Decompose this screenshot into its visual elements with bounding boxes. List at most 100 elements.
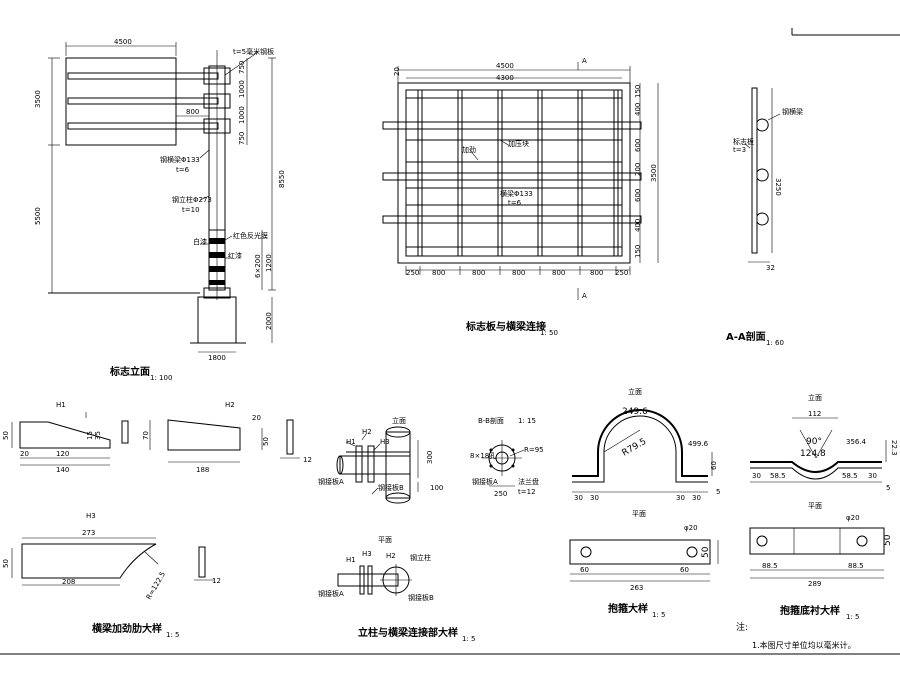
pad-hole: φ20 bbox=[846, 514, 860, 522]
stiffener-details bbox=[11, 412, 300, 586]
hoop-pad-plan bbox=[749, 527, 885, 555]
title-elevation-scale: 1: 100 bbox=[150, 374, 172, 382]
title-aa-scale: 1: 60 bbox=[766, 339, 784, 347]
horizontal-ribs bbox=[406, 97, 622, 248]
pad-plan-b: 88.5 bbox=[848, 562, 864, 570]
board-sp-6: 250 bbox=[615, 269, 628, 277]
h1-total: 140 bbox=[56, 466, 69, 474]
board-beam-connection bbox=[382, 62, 659, 300]
hoop-right-b: 30 bbox=[692, 494, 701, 502]
hoop-radius: R79.5 bbox=[621, 437, 649, 459]
cb-elev: 立面 bbox=[392, 416, 406, 425]
hoop-pad-detail bbox=[749, 417, 887, 579]
h2-right: 50 bbox=[262, 437, 270, 446]
elev-beam-label: 钢横梁Φ133 bbox=[160, 155, 200, 164]
elev-sp-mid2: 1000 bbox=[238, 106, 246, 124]
pad-plan-label: 平面 bbox=[808, 502, 822, 510]
h3-bottom: 208 bbox=[62, 578, 75, 586]
elev-sp-mid: 1000 bbox=[238, 80, 246, 98]
cb-plan-h1: H1 bbox=[346, 556, 356, 564]
pad-lw: 30 bbox=[752, 472, 761, 480]
cb-beam bbox=[339, 455, 411, 475]
hoop-plan-label: 平面 bbox=[632, 510, 646, 518]
title-stiffener-scale: 1: 5 bbox=[166, 631, 180, 639]
board-sp-1: 800 bbox=[432, 269, 445, 277]
cb-plate-a: 钢接板A bbox=[318, 477, 344, 486]
bb-flange: 法兰盘 bbox=[518, 477, 539, 486]
board-width: 4500 bbox=[496, 62, 514, 70]
cb-plate-b: 钢接板B bbox=[378, 483, 404, 492]
board-right-total: 3500 bbox=[650, 164, 658, 182]
h2-plate bbox=[167, 419, 241, 451]
bb-flange-t: t=12 bbox=[518, 488, 536, 496]
column-beam-detail bbox=[336, 426, 525, 596]
hoop-thick: 5 bbox=[716, 488, 720, 496]
aa-plate bbox=[751, 87, 758, 254]
elev-beam-offset: 800 bbox=[186, 108, 199, 116]
pad-plan-h: 50 bbox=[883, 534, 893, 546]
notes-title: 注: bbox=[736, 621, 748, 633]
elev-foundation-h: 2000 bbox=[265, 312, 273, 330]
title-column-beam: 立柱与横梁连接部大样 bbox=[358, 626, 458, 639]
hoop-plan bbox=[569, 539, 711, 565]
beam-2 bbox=[382, 172, 642, 181]
bb-dim250: 250 bbox=[494, 490, 507, 498]
hoop-left-b: 30 bbox=[590, 494, 599, 502]
h3-top: 273 bbox=[82, 529, 95, 537]
pad-rw: 30 bbox=[868, 472, 877, 480]
bb-hole: 8×18孔 bbox=[470, 452, 496, 460]
hoop-elev: 立面 bbox=[628, 387, 642, 396]
hoop-left-a: 30 bbox=[574, 494, 583, 502]
board-beam: 横梁Φ133 bbox=[500, 189, 533, 198]
elev-lower-height: 5500 bbox=[34, 207, 42, 225]
pad-top: 112 bbox=[808, 410, 821, 418]
hoop-arc: 249.6 bbox=[622, 407, 648, 417]
hoop-plan-a: 60 bbox=[580, 566, 589, 574]
elev-plate-note: t=5毫米钢板 bbox=[233, 47, 274, 56]
elev-column-t: t=10 bbox=[182, 206, 200, 214]
h3-label: H3 bbox=[86, 512, 96, 520]
title-hoop-scale: 1: 5 bbox=[652, 611, 666, 619]
cb-plan-plate-b: 钢接板B bbox=[408, 593, 434, 602]
cb-h3: H3 bbox=[380, 438, 390, 446]
bb-label: B-B剖面 bbox=[478, 416, 504, 425]
notes-line1: 1.本图尺寸单位均以毫米计。 bbox=[752, 640, 856, 650]
board-rib: 加劲 bbox=[462, 145, 476, 154]
board-sp-2: 800 bbox=[472, 269, 485, 277]
board-section-mark-bottom: A bbox=[582, 292, 587, 300]
title-aa: A-A剖面 bbox=[726, 330, 766, 343]
board-margin: 20 bbox=[393, 67, 401, 76]
pad-right: 58.5 bbox=[842, 472, 858, 480]
aa-plate-label: 标志板 bbox=[733, 137, 754, 146]
h2-t: 12 bbox=[303, 456, 312, 464]
h1-low: 15 bbox=[86, 431, 94, 440]
title-hoop-pad-scale: 1: 5 bbox=[846, 613, 860, 621]
pad-elev: 立面 bbox=[808, 393, 822, 402]
hoop-height: 60 bbox=[710, 461, 718, 470]
elev-stripe-dim: 6×200 bbox=[254, 254, 262, 278]
board-sp-3: 800 bbox=[512, 269, 525, 277]
board-inner-width: 4300 bbox=[496, 74, 514, 82]
h1-low2: 35 bbox=[94, 431, 102, 440]
hoop-detail bbox=[569, 409, 719, 582]
board-beam-t: t=6 bbox=[508, 199, 522, 207]
bb-r95: R=95 bbox=[524, 446, 544, 454]
board-sp-5: 800 bbox=[590, 269, 603, 277]
board-clamp: 加压块 bbox=[508, 139, 529, 148]
beam-3 bbox=[382, 215, 642, 224]
hoop-plan-h: 50 bbox=[701, 546, 711, 558]
h2-total: 188 bbox=[196, 466, 209, 474]
h1-a: 20 bbox=[20, 450, 29, 458]
hoop-pad-elevation bbox=[750, 461, 882, 473]
cb-plan-plate-a: 钢接板A bbox=[318, 589, 344, 598]
pad-plan-total: 289 bbox=[808, 580, 821, 588]
bb-scale: 1: 15 bbox=[518, 417, 536, 425]
aa-plate-t: t=3 bbox=[733, 146, 746, 154]
title-stiffener: 横梁加劲肋大样 bbox=[92, 622, 162, 635]
elev-column-label: 钢立柱Φ273 bbox=[172, 195, 212, 204]
cb-dim100: 100 bbox=[430, 484, 443, 492]
cb-h1: H1 bbox=[346, 438, 356, 446]
elev-white: 白漆 bbox=[193, 237, 207, 246]
beam-mid bbox=[67, 97, 219, 105]
